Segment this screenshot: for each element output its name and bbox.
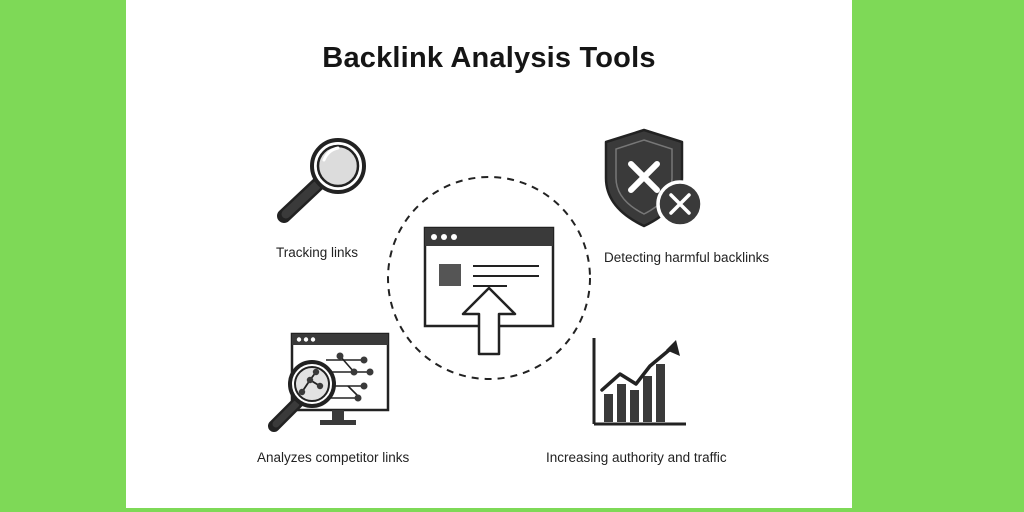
- dashed-circle-frame: [387, 176, 591, 380]
- page-title: Backlink Analysis Tools: [322, 42, 656, 74]
- increasing-authority-and-traffic-label: Increasing authority and traffic: [546, 450, 727, 465]
- magnifying-glass-icon: [277, 138, 366, 223]
- analyzes-competitor-links-label: Analyzes competitor links: [257, 450, 410, 465]
- infographic-card: Backlink Analysis Tools Tracking links D…: [126, 0, 852, 508]
- shield-x-icon: [604, 128, 704, 228]
- tracking-links-label: Tracking links: [276, 245, 359, 260]
- monitor-search-network-icon: [268, 332, 390, 432]
- browser-upload-icon: [423, 226, 555, 356]
- detecting-harmful-backlinks-label: Detecting harmful backlinks: [604, 250, 770, 265]
- bar-chart-growth-icon: [592, 338, 686, 426]
